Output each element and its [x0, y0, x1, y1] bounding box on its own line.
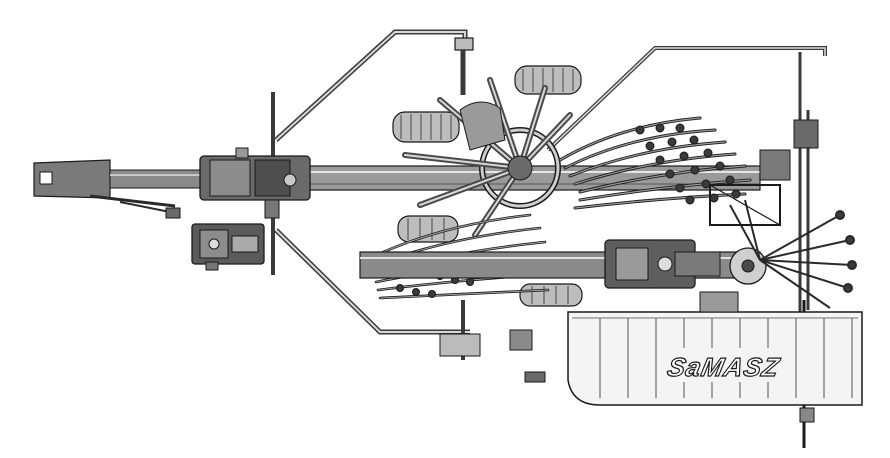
rear-curtain-panel: SaMASZ: [567, 311, 863, 406]
brand-logo: SaMASZ: [665, 352, 783, 382]
wheel: [519, 283, 583, 307]
curtain-ribs: [599, 318, 853, 398]
tine-arms-upper: [558, 116, 752, 210]
lower-drive-shaft: [359, 239, 767, 289]
right-rotor-spokes: [729, 199, 857, 309]
side-bracket: [699, 149, 791, 313]
lower-center-brackets: [439, 300, 546, 383]
wheel: [392, 111, 460, 143]
gearbox-assembly: [199, 147, 311, 219]
wheel: [397, 215, 459, 243]
hydraulic-block: [191, 223, 265, 271]
rotor-hub: [402, 77, 573, 238]
wheel: [514, 65, 582, 95]
